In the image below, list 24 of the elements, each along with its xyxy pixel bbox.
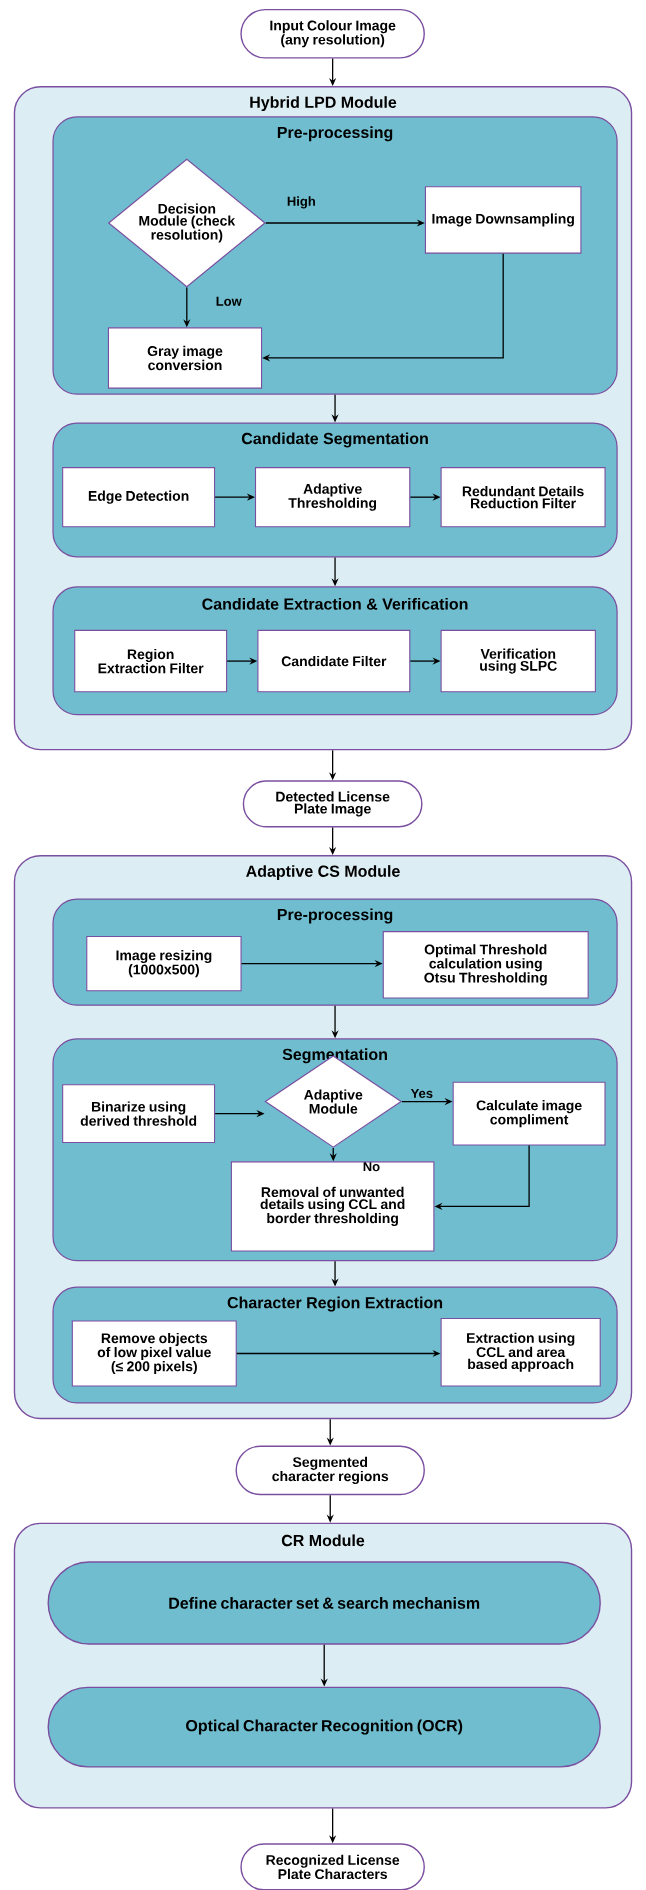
process-box: Optical Character Recognition (OCR) [47,1686,601,1768]
process-box: Candidate Filter [257,629,411,693]
edge-label: High [287,196,315,209]
process-box: Adaptive Thresholding [254,467,411,528]
process-box: Binarize using derived threshold [62,1084,216,1144]
process-box: Region Extraction Filter [74,629,228,693]
edge-label: No [363,1162,380,1172]
process-box: Calculate image compliment [452,1081,606,1146]
process-box: Image resizing (1000x500) [86,935,242,992]
process-box: Image Downsampling [424,186,582,254]
process-box: Gray image conversion [107,327,263,389]
process-box: Remove objects of low pixel value (≤ 200 pixels) [71,1320,237,1387]
terminal-box: Segmented character regions [235,1445,425,1496]
process-box: Extraction using CCL and area based approach [440,1318,601,1387]
process-box: Edge Detection [62,467,216,528]
process-box: Optimal Threshold calculation using Otsu Thresholding [382,931,589,999]
terminal-box: Recognized License Plate Characters [240,1843,425,1890]
edge-label: Yes [410,1088,433,1098]
edge-label: Low [216,296,242,306]
process-box: Define character set & search mechanism [47,1561,601,1645]
process-box: Verification using SLPC [440,629,596,693]
process-box: Redundant Details Reduction Filter [440,467,606,528]
terminal-box: Input Colour Image (any resolution) [240,8,425,59]
terminal-box: Detected License Plate Image [242,780,423,828]
